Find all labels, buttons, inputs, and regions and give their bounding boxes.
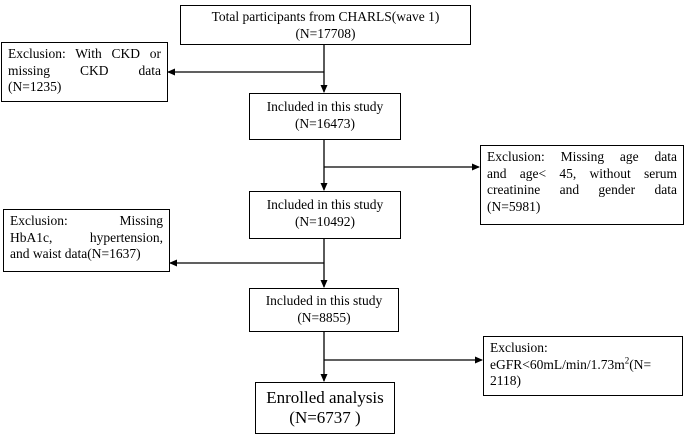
final-line1: Enrolled analysis (266, 388, 384, 407)
final-line2: (N=6737 ) (289, 408, 361, 427)
box-enrolled-analysis: Enrolled analysis (N=6737 ) (255, 382, 395, 434)
incl1-line1: Included in this study (266, 99, 384, 114)
incl1-line2: (N=16473) (294, 115, 356, 131)
excl3-line2: HbA1c, hypertension, (10, 229, 163, 245)
excl2-line1: Exclusion: Missing age data (487, 149, 677, 164)
excl3-line3: and waist data(N=1637) (10, 246, 141, 261)
box-included-3: Included in this study (N=8855) (249, 288, 399, 332)
box-included-2: Included in this study (N=10492) (249, 191, 401, 239)
excl1-line1: Exclusion: With CKD or (8, 46, 161, 61)
excl4-line3: 2118) (490, 373, 521, 388)
box-exclusion-hba1c: Exclusion: Missing HbA1c, hypertension, … (3, 209, 170, 272)
excl4-line2-suffix: (N= (629, 356, 652, 372)
excl1-line2: missing CKD data (8, 62, 161, 78)
incl2-line1: Included in this study (266, 197, 384, 212)
excl2-line2: and age< 45, without serum (487, 165, 677, 181)
excl4-line2-prefix: eGFR<60mL/min/1.73m (490, 356, 625, 372)
excl4-line2: eGFR<60mL/min/1.73m2(N= (490, 355, 676, 374)
box-exclusion-ckd: Exclusion: With CKD or missing CKD data … (1, 42, 168, 102)
incl2-line2: (N=10492) (294, 213, 356, 229)
box-total-participants: Total participants from CHARLS(wave 1) (… (180, 5, 471, 45)
box-included-1: Included in this study (N=16473) (249, 93, 401, 140)
incl3-line1: Included in this study (265, 293, 383, 308)
excl4-line1: Exclusion: (490, 340, 548, 355)
total-line1: Total participants from CHARLS(wave 1) (211, 9, 440, 24)
box-exclusion-age: Exclusion: Missing age data and age< 45,… (480, 145, 684, 225)
box-exclusion-egfr: Exclusion: eGFR<60mL/min/1.73m2(N= 2118) (483, 336, 683, 396)
excl3-line1: Exclusion: Missing (10, 213, 163, 228)
excl1-line3: (N=1235) (8, 79, 62, 94)
total-line2: (N=17708) (295, 25, 356, 41)
excl2-line4: (N=5981) (487, 198, 541, 214)
excl4-line2-sup: 2 (624, 355, 630, 365)
excl2-line3: creatinine and gender data (487, 182, 677, 197)
incl3-line2: (N=8855) (297, 309, 351, 325)
